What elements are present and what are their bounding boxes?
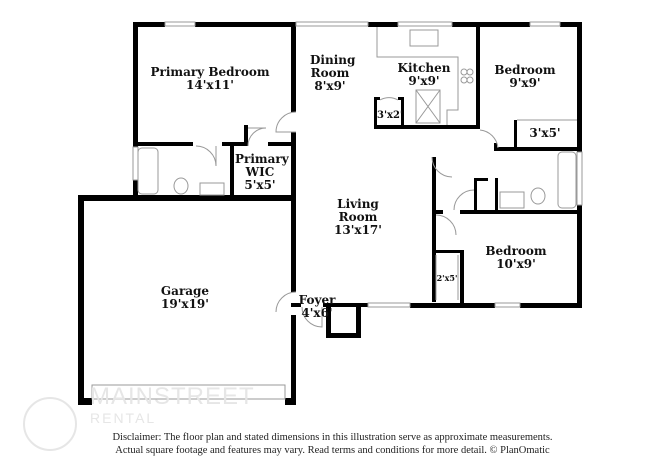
room-closet: 3'x5' [529,126,561,140]
room-pantry: 3'x2' [376,110,404,121]
sink [499,191,525,209]
watermark-logo: MAINSTREET RENTAL [20,384,254,451]
logo-icon [23,397,77,451]
room-linen: 2'x5' [436,273,458,283]
garage-door [91,384,286,400]
toilet [173,177,189,195]
kitchen-sink [409,29,439,47]
window [397,21,453,27]
disclaimer: Disclaimer: The floor plan and stated di… [100,431,565,457]
window [132,146,139,181]
fixtures [91,21,583,400]
window [367,302,411,308]
window [529,21,561,27]
window [295,21,369,27]
door-swing [247,127,267,147]
disclaimer-line2: Actual square footage and features may v… [115,445,550,456]
door-swing [453,189,475,211]
watermark-line1: MAINSTREET [90,383,255,410]
kitchen-counter [376,27,459,125]
door-swing [301,306,323,328]
sink [199,182,225,196]
door-swing [435,214,457,236]
door-swing [195,145,217,167]
door-swing [275,111,297,133]
window [164,21,196,27]
refrigerator [415,89,441,124]
window [494,302,521,308]
bathtub [137,147,159,195]
door-swing [379,97,399,101]
toilet [530,187,546,205]
door-swing [431,156,453,178]
watermark-line2: RENTAL [90,410,157,426]
door-swing [479,129,499,149]
door-swing [275,291,297,313]
window [576,151,583,206]
bathtub [557,151,577,209]
walls [78,22,582,405]
disclaimer-line1: Disclaimer: The floor plan and stated di… [112,432,553,443]
